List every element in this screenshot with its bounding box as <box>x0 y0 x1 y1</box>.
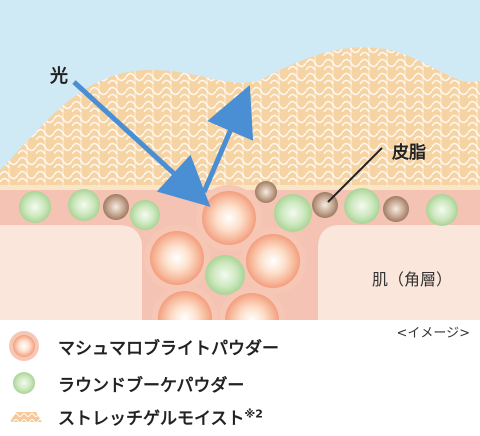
skin-layer-right <box>318 225 480 320</box>
green-powder-bead <box>19 191 51 223</box>
image-note: <イメージ> <box>396 326 470 341</box>
incoming-light-arrow <box>72 80 211 207</box>
reflected-light-arrow <box>201 85 254 193</box>
green-powder-bead <box>426 194 458 226</box>
diagram-stage: 光 皮脂 肌（角層） <box>0 0 480 320</box>
green-powder-bead <box>130 200 160 230</box>
marshmallow-powder-bead <box>202 191 256 245</box>
green-powder-bead <box>205 255 245 295</box>
top-beads <box>19 181 458 232</box>
legend-label: マシュマロブライトパウダー <box>58 338 279 359</box>
green-powder-bead <box>68 189 100 221</box>
skin-layer-label: 肌（角層） <box>372 270 453 289</box>
green-powder-icon <box>6 367 46 399</box>
legend-item-round-bouquet: ラウンドブーケパウダー <box>6 367 244 399</box>
marshmallow-powder-bead <box>150 231 204 285</box>
legend-label-text: ストレッチゲルモイスト <box>58 408 245 429</box>
footnote-mark: ※2 <box>244 406 263 420</box>
gel-mesh-icon <box>6 400 46 432</box>
sebum-label: 皮脂 <box>392 143 426 163</box>
legend-label: ストレッチゲルモイスト※2 <box>58 404 263 429</box>
green-powder-bead <box>344 188 380 224</box>
marshmallow-powder-bead <box>158 291 212 320</box>
skin-diagram <box>0 0 480 320</box>
light-label: 光 <box>50 66 68 87</box>
skin-layer-left <box>0 225 142 320</box>
sebum-drop <box>103 194 129 220</box>
sebum-drop <box>255 181 277 203</box>
marshmallow-powder-bead <box>246 234 300 288</box>
legend-item-stretch-gel: ストレッチゲルモイスト※2 <box>6 400 263 432</box>
marshmallow-powder-bead <box>225 293 279 320</box>
sebum-pointer-line <box>327 147 383 203</box>
legend-item-marshmallow: マシュマロブライトパウダー <box>6 330 279 362</box>
green-powder-bead <box>274 194 312 232</box>
pore-beads <box>144 185 306 320</box>
powder-bead-icon <box>6 330 46 362</box>
legend-label: ラウンドブーケパウダー <box>58 375 245 396</box>
sebum-drop <box>383 196 409 222</box>
